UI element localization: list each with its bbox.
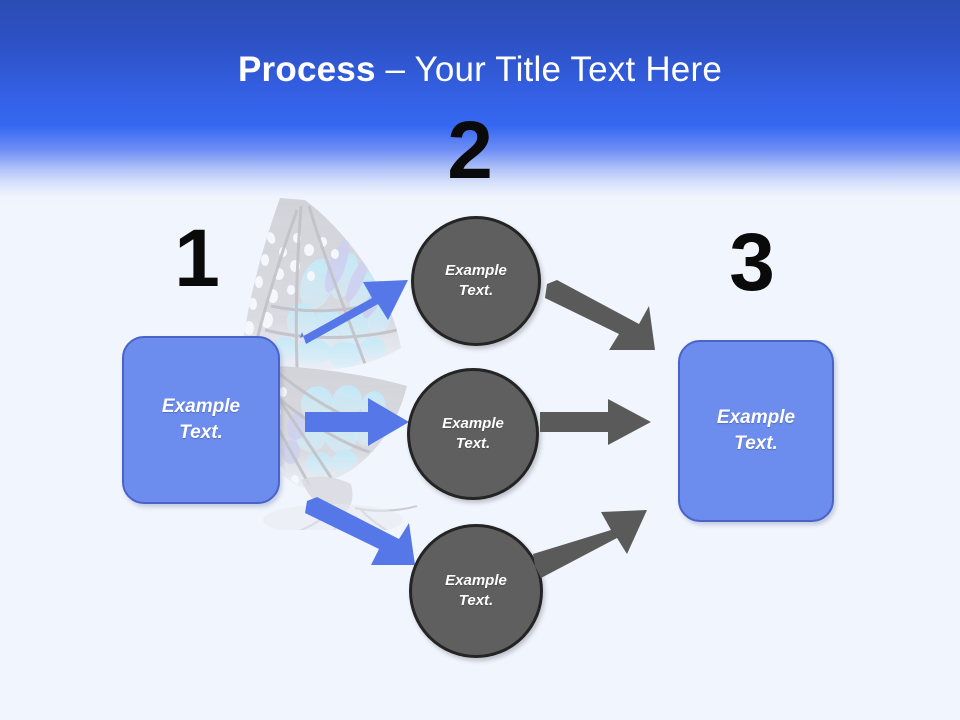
stage-circle-1[interactable]: Example Text. [411,216,541,346]
output-box[interactable]: Example Text. [678,340,834,522]
stage-circle-2[interactable]: Example Text. [407,368,539,500]
stage-circle-3[interactable]: Example Text. [409,524,543,658]
header-gradient-band [0,0,960,205]
page-title-bold: Process [238,50,376,89]
step-number-3: 3 [729,217,775,308]
arrow-gray-down-right-icon [545,280,655,350]
arrow-blue-right-icon [305,398,409,446]
input-box[interactable]: Example Text. [122,336,280,504]
arrow-gray-right-icon [540,399,651,445]
stage-circle-2-label: Example Text. [442,415,504,452]
page-title: Process – Your Title Text Here [0,49,960,91]
input-box-label: Example Text. [161,396,241,443]
stage-circle-3-label: Example Text. [445,572,507,609]
stage-circle-1-label: Example Text. [445,262,507,299]
page-title-rest: – Your Title Text Here [375,50,722,89]
output-box-label: Example Text. [716,407,796,454]
arrow-blue-up-right-icon [300,280,408,344]
arrow-gray-up-right-icon [533,510,647,578]
arrow-blue-down-right-icon [305,497,415,565]
step-number-1: 1 [174,213,220,304]
step-number-2: 2 [447,105,493,196]
